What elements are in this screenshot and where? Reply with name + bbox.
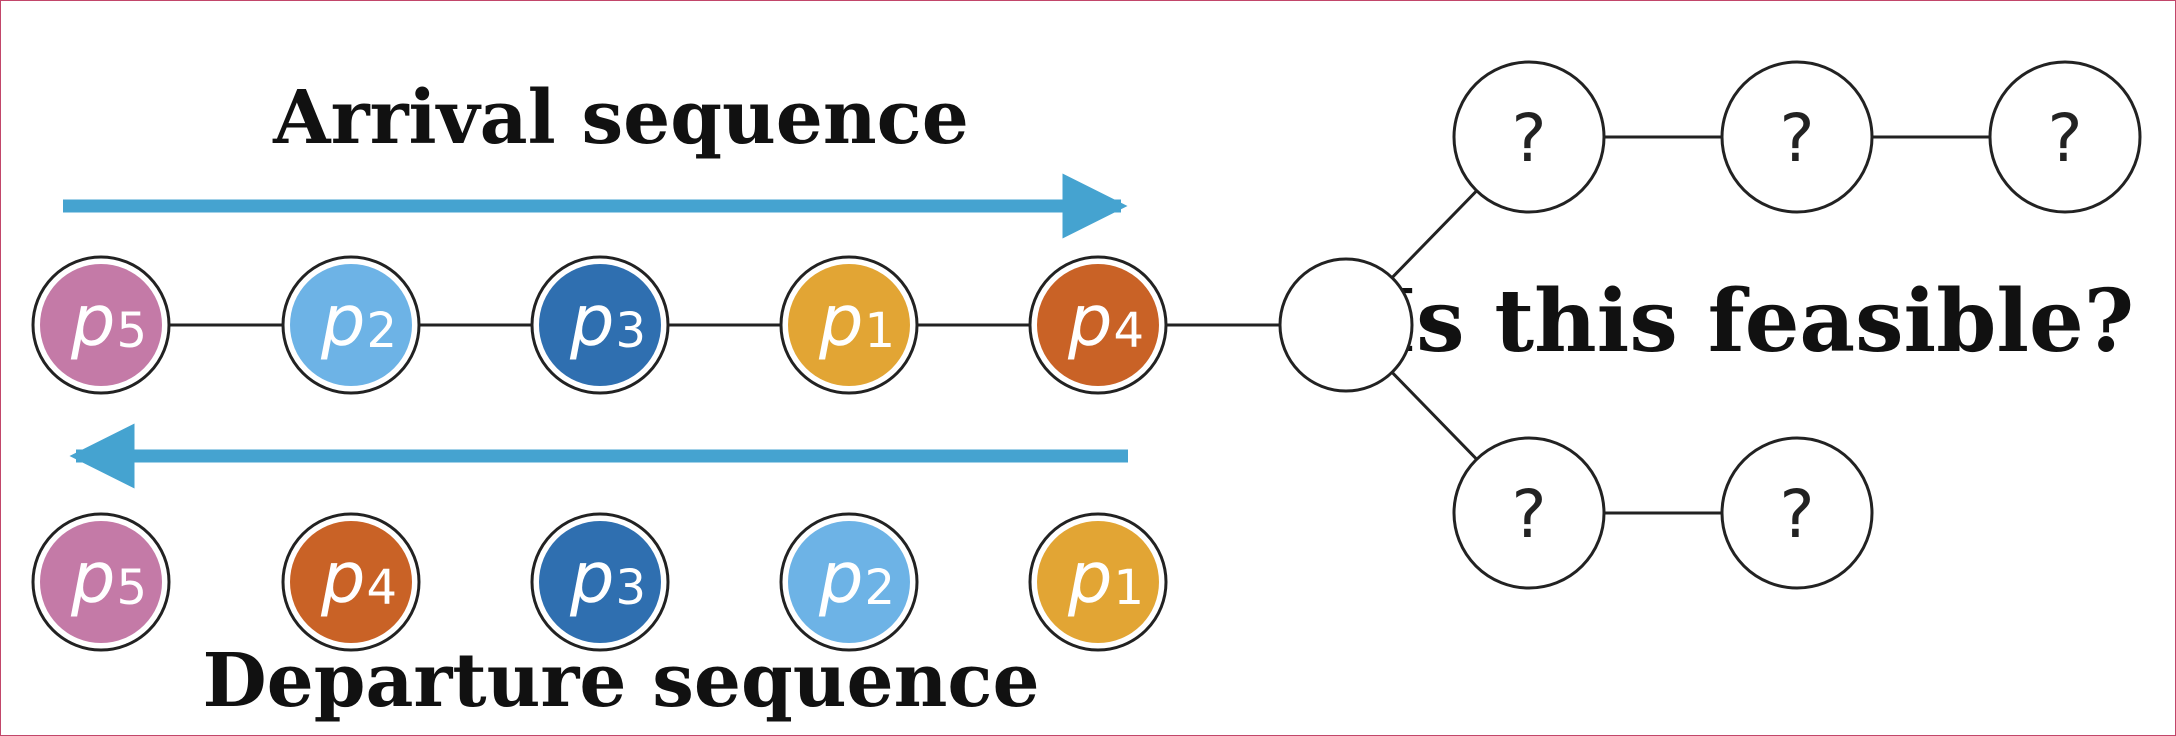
package-node-p3: p3 <box>530 255 670 395</box>
package-label: p5 <box>70 537 147 619</box>
package-node-fill <box>290 264 412 386</box>
package-label-base: p <box>320 537 365 619</box>
unknown-node-label: ? <box>1779 100 1814 177</box>
package-node-p3: p3 <box>530 512 670 652</box>
unknown-node-label: ? <box>1779 476 1814 553</box>
package-label-base: p <box>70 280 115 362</box>
package-label: p5 <box>70 280 147 362</box>
package-label: p4 <box>320 537 397 619</box>
unknown-node: ? <box>1720 436 1874 590</box>
package-node-p1: p1 <box>1028 512 1168 652</box>
unknown-node: ? <box>1988 60 2142 214</box>
package-label-subscript: 1 <box>1113 560 1144 616</box>
unknown-siding-nodes: ????? <box>1452 60 2142 590</box>
unknown-node-circle <box>1452 60 1606 214</box>
package-label-subscript: 3 <box>615 560 646 616</box>
package-node-fill <box>40 521 162 643</box>
package-label-subscript: 1 <box>864 303 895 359</box>
package-label: p3 <box>569 280 646 362</box>
package-label-base: p <box>818 537 863 619</box>
unknown-node-circle <box>1988 60 2142 214</box>
feasibility-question: Is this feasible? <box>1376 271 2134 372</box>
unknown-node: ? <box>1452 436 1606 590</box>
package-label-subscript: 5 <box>116 303 147 359</box>
package-node-p1: p1 <box>779 255 919 395</box>
package-node-p5: p5 <box>31 512 171 652</box>
package-label: p2 <box>320 280 397 362</box>
package-label: p4 <box>1067 280 1144 362</box>
package-node-fill <box>1037 264 1159 386</box>
package-label-subscript: 5 <box>116 560 147 616</box>
package-node-fill <box>40 264 162 386</box>
package-node-p2: p2 <box>779 512 919 652</box>
package-node-p5: p5 <box>31 255 171 395</box>
package-node-p4: p4 <box>281 512 421 652</box>
package-label: p1 <box>1067 537 1144 619</box>
junction-node <box>1278 257 1414 393</box>
package-node-fill <box>290 521 412 643</box>
package-node-fill <box>539 521 661 643</box>
package-label-subscript: 2 <box>864 560 895 616</box>
departure-sequence-heading: Departure sequence <box>202 638 1039 724</box>
package-label-subscript: 3 <box>615 303 646 359</box>
unknown-node-label: ? <box>2047 100 2082 177</box>
package-label-base: p <box>320 280 365 362</box>
unknown-node: ? <box>1720 60 1874 214</box>
package-label: p1 <box>818 280 895 362</box>
package-label: p2 <box>818 537 895 619</box>
package-node-fill <box>539 264 661 386</box>
package-label-base: p <box>818 280 863 362</box>
unknown-node-label: ? <box>1511 100 1546 177</box>
package-label-base: p <box>569 280 614 362</box>
unknown-node-circle <box>1452 436 1606 590</box>
package-label-subscript: 2 <box>366 303 397 359</box>
unknown-node: ? <box>1452 60 1606 214</box>
package-node-fill <box>788 521 910 643</box>
arrival-sequence-heading: Arrival sequence <box>272 75 969 161</box>
package-label-base: p <box>569 537 614 619</box>
package-node-fill <box>1037 521 1159 643</box>
unknown-node-circle <box>1720 436 1874 590</box>
package-label-subscript: 4 <box>366 560 397 616</box>
package-label-base: p <box>70 537 115 619</box>
package-label-base: p <box>1067 280 1112 362</box>
package-label: p3 <box>569 537 646 619</box>
unknown-node-circle <box>1720 60 1874 214</box>
package-node-fill <box>788 264 910 386</box>
package-label-base: p <box>1067 537 1112 619</box>
package-label-subscript: 4 <box>1113 303 1144 359</box>
unknown-node-label: ? <box>1511 476 1546 553</box>
package-node-p2: p2 <box>281 255 421 395</box>
package-node-p4: p4 <box>1028 255 1168 395</box>
